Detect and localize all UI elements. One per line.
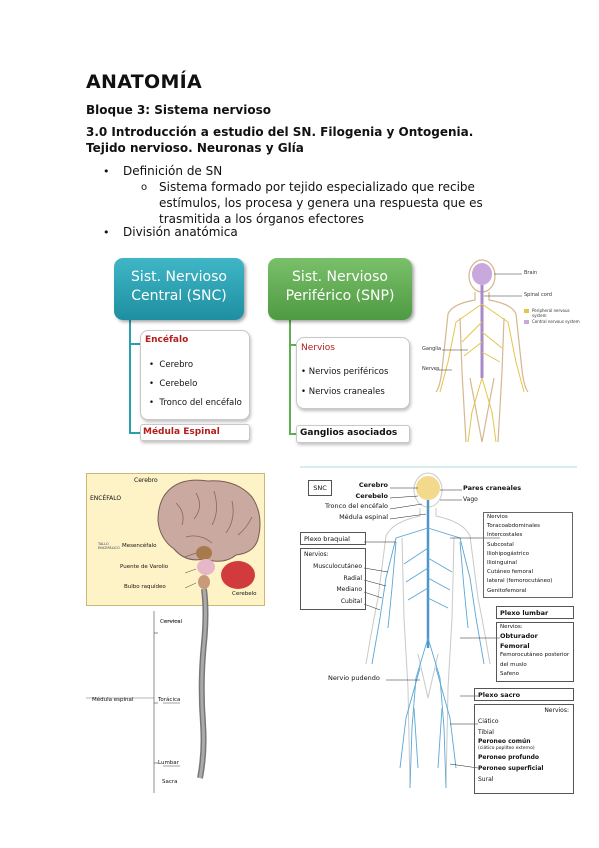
- fig2-sacra: Sacra: [162, 779, 178, 785]
- fig3-sacro-item: Nervios:: [544, 707, 569, 714]
- bullet-2: •: [103, 226, 110, 239]
- fig3-braquial-item: Radial: [343, 574, 362, 582]
- encefalo-label: Encéfalo: [145, 335, 189, 345]
- fig3-lumbar-item: Femoral: [500, 641, 530, 650]
- fig2-encefalo: ENCÉFALO: [90, 495, 122, 502]
- fig2-toracica: Torácica: [158, 697, 181, 703]
- nerve-body-illustration: [363, 472, 500, 789]
- fig3-lumbar-item: Nervios:: [500, 624, 523, 630]
- nervios-item: • Nervios craneales: [301, 387, 385, 397]
- fig3-braquial-item: Nervios:: [304, 551, 329, 558]
- block-heading: Bloque 3: Sistema nervioso: [86, 103, 271, 117]
- fig3-braquial-box: Nervios: Musculocutáneo Radial Mediano C…: [300, 548, 366, 610]
- fig3-nervios-item: lateral (femorocutáneo): [487, 578, 553, 585]
- fig3-sacro-item: Tibial: [478, 729, 494, 736]
- fig1-legend-cns: Central nervous system: [532, 319, 580, 324]
- fig3-sacro-item: Peroneo profundo: [478, 754, 540, 761]
- fig3-tronco: Tronco del encéfalo: [324, 502, 388, 510]
- bullet-1: •: [103, 165, 110, 178]
- fig2-cerebelo: Cerebelo: [232, 591, 257, 597]
- fig2-cervical: Cervical: [160, 619, 183, 625]
- fig3-pudendo: Nervio pudendo: [328, 674, 380, 682]
- nervios-item: • Nervios periféricos: [301, 367, 389, 377]
- fig3-plexo-lumbar: Plexo lumbar: [496, 606, 574, 619]
- encefalo-item: • Cerebro: [149, 360, 194, 370]
- fig3-braquial-item: Mediano: [336, 586, 363, 594]
- fig3-plexo-braquial: Plexo braquial: [300, 532, 366, 545]
- figure-brain-spinal-cord: Cerebro ENCÉFALO TALLO ENCEFÁLICO Mesenc…: [86, 473, 283, 798]
- encefalo-item: • Cerebelo: [149, 379, 198, 389]
- diagram-connectors: [129, 320, 296, 435]
- fig3-nervios-item: Subcostal: [487, 541, 514, 548]
- fig3-nervios-item: Ilioinguinal: [487, 560, 517, 567]
- fig3-lumbar-item: Obturador: [500, 632, 538, 641]
- fig3-lumbar-item: Femorocutáneo posterior: [500, 652, 570, 659]
- figure-peripheral-nerves: SNC Cerebro Cerebelo Tronco del encéfalo…: [300, 466, 577, 800]
- encefalo-item: • Tronco del encéfalo: [149, 398, 242, 408]
- snc-box: Sist. Nervioso Central (SNC): [114, 258, 244, 320]
- list-subitem-definicion: Sistema formado por tejido especializado…: [159, 180, 483, 226]
- fig3-cerebro: Cerebro: [358, 481, 388, 489]
- sub-bullet: o: [141, 182, 148, 193]
- fig3-lumbar-item: Safeno: [500, 671, 520, 678]
- fig1-label-spinal-cord: Spinal cord: [524, 292, 552, 298]
- fig3-plexo-sacro: Plexo sacro: [474, 688, 574, 701]
- fig3-sacro-box: Nervios: Ciático Tibial Peroneo común (c…: [474, 704, 574, 794]
- fig3-nervios-item: Intercostales: [487, 532, 523, 539]
- fig3-sacro-item: Peroneo común: [478, 738, 531, 745]
- fig3-nervios-item: Nervios: [487, 514, 508, 520]
- list-item-definicion: Definición de SN: [123, 164, 223, 178]
- ganglios-label: Ganglios asociados: [300, 428, 398, 438]
- body-outline-illustration: [435, 259, 529, 443]
- figure-body-nervous-system: Brain Spinal cord Ganglia Nerves Periphe…: [418, 252, 580, 444]
- snp-box: Sist. Nervioso Periférico (SNP): [268, 258, 412, 320]
- fig3-sacro-item: Sural: [478, 776, 494, 783]
- fig2-lumbar: Lumbar: [158, 760, 179, 766]
- list-item-division: División anatómica: [123, 225, 238, 239]
- medula-card: Médula Espinal: [140, 424, 250, 441]
- fig3-sacro-item: Peroneo superficial: [478, 765, 544, 772]
- fig3-braquial-item: Cubital: [340, 598, 362, 606]
- nervios-label: Nervios: [301, 343, 335, 353]
- fig2-puente: Puente de Varolio: [120, 564, 169, 570]
- fig3-nervios-item: Genitofemoral: [487, 587, 527, 594]
- fig3-sacro-item: Ciático: [478, 718, 499, 725]
- fig3-lumbar-item: del muslo: [500, 661, 527, 668]
- fig2-medula: Médula espinal: [92, 697, 134, 703]
- encefalo-card: Encéfalo • Cerebro • Cerebelo • Tronco d…: [140, 330, 250, 420]
- ganglios-card: Ganglios asociados: [296, 425, 410, 443]
- fig3-medula: Médula espinal: [339, 512, 388, 521]
- section-heading: 3.0 Introducción a estudio del SN. Filog…: [86, 125, 474, 155]
- fig3-sacro-item: (ciático poplíteo externo): [478, 746, 535, 751]
- fig3-nervios-item: Iliohipogástrico: [487, 550, 529, 557]
- fig2-mesencefalo: Mesencéfalo: [122, 543, 157, 549]
- fig1-label-ganglia: Ganglia: [422, 346, 442, 352]
- fig2-cerebro: Cerebro: [134, 477, 158, 484]
- fig2-tallo: TALLO ENCEFÁLICO: [98, 542, 120, 550]
- fig3-braquial-item: Musculocutáneo: [313, 562, 362, 570]
- page-title: ANATOMÍA: [86, 71, 203, 93]
- fig1-label-brain: Brain: [524, 270, 538, 276]
- fig1-label-nerves: Nerves: [422, 366, 440, 372]
- brain-illustration: [86, 479, 261, 793]
- fig3-snc-box: SNC: [308, 480, 332, 496]
- fig3-pares: Pares craneales: [463, 484, 522, 492]
- fig1-legend-pns: Peripheral nervous system: [532, 308, 570, 318]
- fig3-cerebelo: Cerebelo: [355, 491, 388, 500]
- fig3-nervios-box: Nervios Toracoabdominales Intercostales …: [483, 512, 573, 598]
- fig3-vago: Vago: [463, 496, 478, 503]
- fig3-nervios-item: Toracoabdominales: [487, 523, 541, 530]
- fig3-cns-parts: Cerebro Cerebelo Tronco del encéfalo Méd…: [312, 480, 388, 522]
- medula-label: Médula Espinal: [143, 427, 220, 437]
- fig3-lumbar-box: Nervios: Obturador Femoral Femorocutáneo…: [496, 622, 574, 682]
- fig2-bulbo: Bulbo raquídeo: [124, 584, 166, 590]
- fig3-nervios-item: Cutáneo femoral: [487, 569, 534, 576]
- nervios-card: Nervios • Nervios periféricos • Nervios …: [296, 337, 410, 409]
